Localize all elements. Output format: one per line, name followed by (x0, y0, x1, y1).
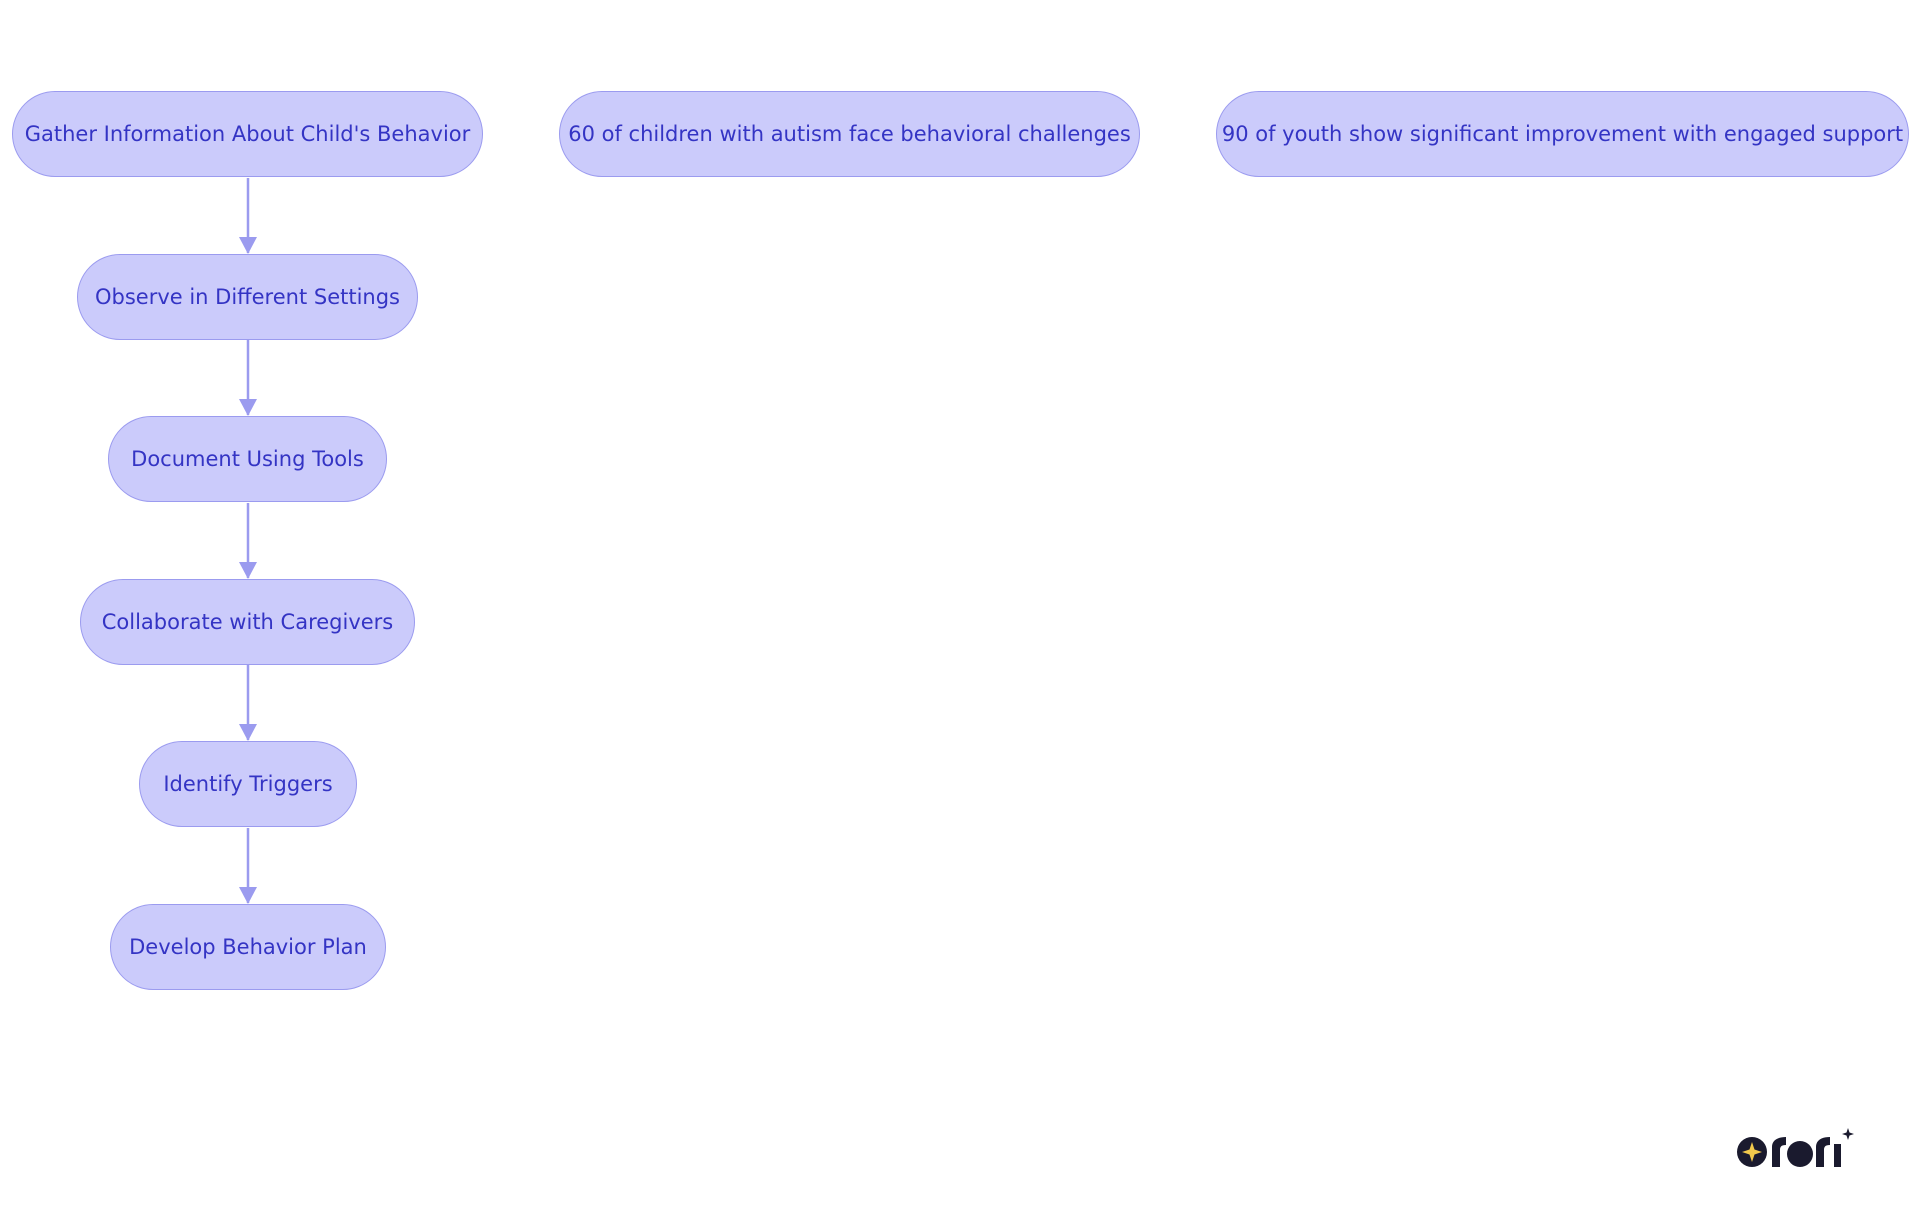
logo-r-left (1772, 1137, 1786, 1167)
arrowhead-develop (239, 887, 257, 904)
node-stat-60-percent: 60 of children with autism face behavior… (559, 91, 1140, 177)
node-collaborate-caregivers: Collaborate with Caregivers (80, 579, 415, 665)
node-document-tools: Document Using Tools (108, 416, 387, 502)
rori-logo: rori (1734, 1126, 1854, 1167)
logo-r-right (1816, 1137, 1830, 1167)
arrowhead-identify (239, 724, 257, 741)
node-label: 90 of youth show significant improvement… (1221, 122, 1904, 146)
node-stat-90-percent: 90 of youth show significant improvement… (1216, 91, 1909, 177)
arrowhead-document (239, 399, 257, 416)
node-identify-triggers: Identify Triggers (139, 741, 357, 827)
logo-text: rori (1734, 1126, 1736, 1127)
node-label: Identify Triggers (163, 772, 333, 796)
node-label: 60 of children with autism face behavior… (568, 122, 1131, 146)
arrowhead-collaborate (239, 562, 257, 579)
node-develop-plan: Develop Behavior Plan (110, 904, 386, 990)
node-label: Collaborate with Caregivers (101, 610, 394, 634)
logo-sparkle-icon (1742, 1142, 1762, 1162)
logo-star-icon (1842, 1128, 1854, 1140)
node-label: Document Using Tools (131, 447, 364, 471)
node-label: Observe in Different Settings (94, 285, 401, 309)
node-label: Gather Information About Child's Behavio… (24, 122, 471, 146)
logo-i-stem (1834, 1144, 1841, 1167)
node-gather-information: Gather Information About Child's Behavio… (12, 91, 483, 177)
node-label: Develop Behavior Plan (129, 935, 367, 959)
logo-o (1787, 1141, 1813, 1167)
arrowhead-observe (239, 237, 257, 254)
node-observe-settings: Observe in Different Settings (77, 254, 418, 340)
